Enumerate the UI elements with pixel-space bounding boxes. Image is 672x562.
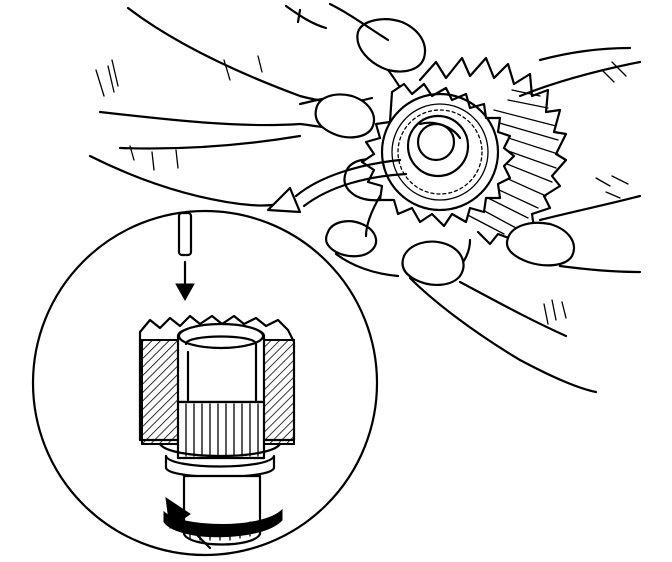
hand-right — [452, 46, 642, 274]
gear-pinion-face — [360, 82, 516, 228]
hand-lower-right — [325, 194, 598, 394]
detail-circle — [31, 209, 379, 557]
pin — [175, 211, 195, 302]
rotation-arrow-lower — [163, 496, 283, 541]
pinion-gear-cutaway — [138, 314, 296, 550]
rotation-arrow — [266, 158, 408, 214]
